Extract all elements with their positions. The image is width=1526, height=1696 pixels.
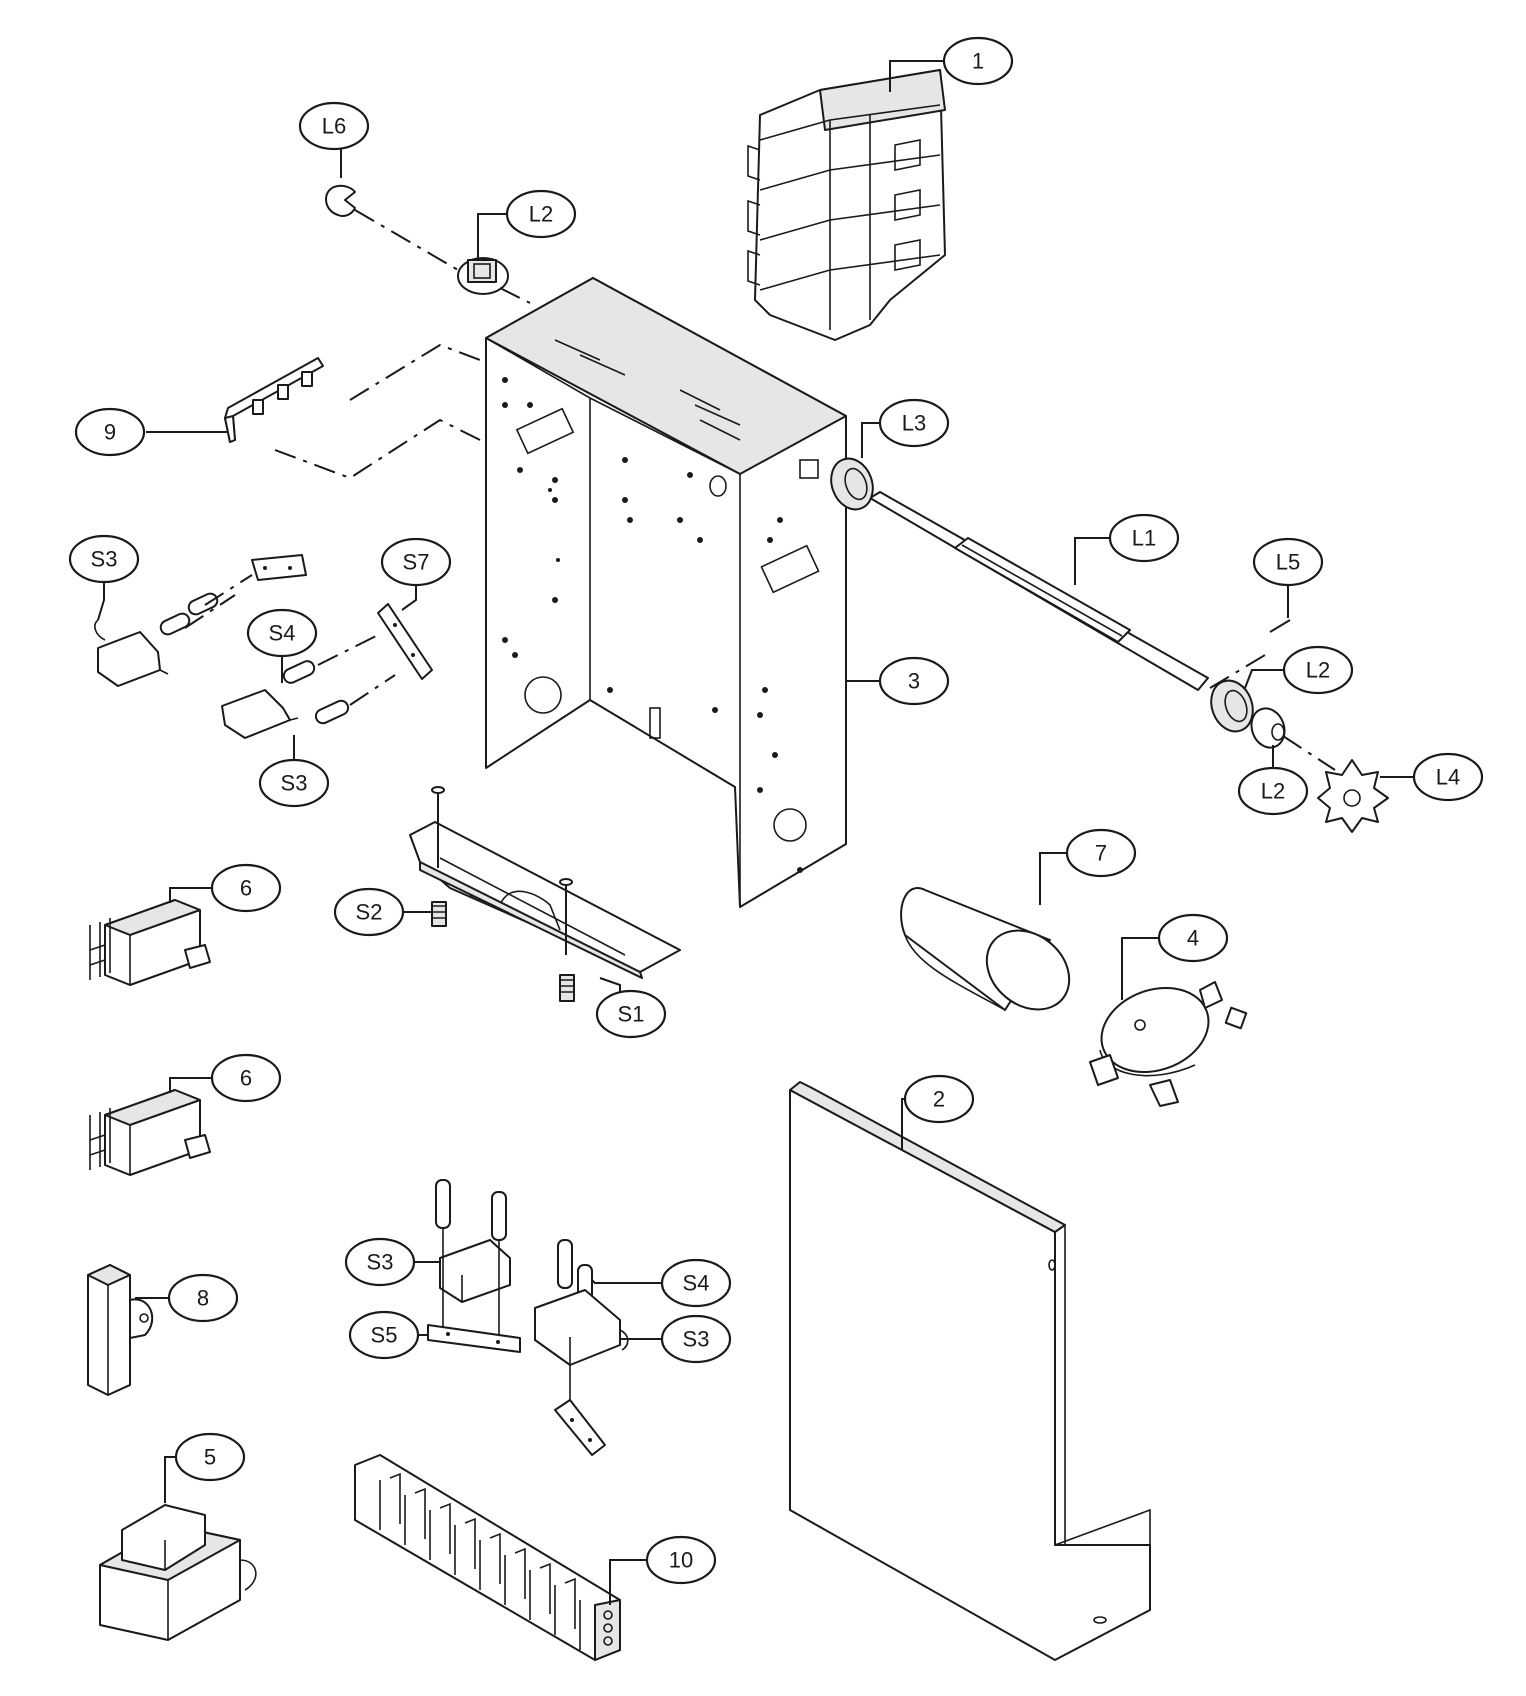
callout-2: 2 xyxy=(903,1074,975,1124)
part-S2-spring-lower xyxy=(559,974,575,1002)
alignment-line-L6-L2 xyxy=(354,209,459,271)
callout-L2-shaft: L2 xyxy=(1282,645,1354,695)
svg-text:S4: S4 xyxy=(269,621,296,646)
svg-text:S4: S4 xyxy=(683,1271,710,1296)
svg-text:6: 6 xyxy=(240,876,252,901)
svg-text:9: 9 xyxy=(104,420,116,445)
part-8-clip xyxy=(87,1264,154,1396)
limit-shaft-assembly xyxy=(830,457,1389,833)
callout-3: 3 xyxy=(878,656,950,706)
svg-text:L2: L2 xyxy=(1306,658,1330,683)
svg-text:3: 3 xyxy=(908,669,920,694)
part-2-front-cover xyxy=(789,1081,1151,1661)
part-L2-bushing-top xyxy=(457,257,509,295)
svg-text:2: 2 xyxy=(933,1087,945,1112)
limit-switch-assembly-lower xyxy=(427,1179,629,1456)
callout-6-lower: 6 xyxy=(210,1053,282,1103)
part-1-terminal-block-stack xyxy=(747,69,946,341)
callout-L1: L1 xyxy=(1108,513,1180,563)
svg-text:S7: S7 xyxy=(403,550,430,575)
alignment-line-9-upper xyxy=(349,343,481,401)
callout-L2-top: L2 xyxy=(505,189,577,239)
callout-S3-lower-left: S3 xyxy=(344,1237,416,1287)
svg-text:10: 10 xyxy=(669,1548,693,1573)
svg-text:7: 7 xyxy=(1095,841,1107,866)
callouts: 1 L6 L2 9 L3 L1 L5 L2 L2 L4 S3 S7 S4 S3 … xyxy=(68,36,1484,1585)
part-6-relay-upper xyxy=(89,899,211,986)
svg-text:4: 4 xyxy=(1187,926,1199,951)
callout-9: 9 xyxy=(74,407,146,457)
callout-L6: L6 xyxy=(298,101,370,151)
part-4-bracket xyxy=(1089,981,1248,1107)
callout-S3-upper: S3 xyxy=(258,758,330,808)
part-3-chassis xyxy=(485,277,847,908)
callout-7: 7 xyxy=(1065,828,1137,878)
part-5-transformer xyxy=(99,1504,257,1641)
callout-S3-upper-left: S3 xyxy=(68,534,140,584)
svg-text:L3: L3 xyxy=(902,411,926,436)
callout-10: 10 xyxy=(645,1535,717,1585)
callout-L5: L5 xyxy=(1252,537,1324,587)
svg-text:S1: S1 xyxy=(618,1002,645,1027)
callout-S3-lower-right: S3 xyxy=(660,1314,732,1364)
svg-text:L4: L4 xyxy=(1436,765,1460,790)
limit-switch-assembly-upper xyxy=(94,554,433,739)
svg-text:S3: S3 xyxy=(367,1250,394,1275)
svg-text:S2: S2 xyxy=(356,900,383,925)
svg-text:L5: L5 xyxy=(1276,550,1300,575)
callout-S4-lower: S4 xyxy=(660,1258,732,1308)
svg-text:L6: L6 xyxy=(322,114,346,139)
svg-text:S3: S3 xyxy=(683,1327,710,1352)
svg-text:6: 6 xyxy=(240,1066,252,1091)
part-7-capacitor xyxy=(900,887,1071,1011)
callout-L3: L3 xyxy=(878,398,950,448)
callout-6-upper: 6 xyxy=(210,863,282,913)
callout-1: 1 xyxy=(942,36,1014,86)
callout-L2-collar: L2 xyxy=(1237,766,1309,816)
callout-S5: S5 xyxy=(348,1310,420,1360)
svg-text:S3: S3 xyxy=(281,771,308,796)
part-S2-spring-upper xyxy=(431,901,447,927)
callout-8: 8 xyxy=(167,1273,239,1323)
chassis-mounting-holes xyxy=(502,377,803,873)
callout-S1: S1 xyxy=(595,989,667,1039)
svg-text:5: 5 xyxy=(204,1445,216,1470)
callout-S7: S7 xyxy=(380,537,452,587)
svg-text:L2: L2 xyxy=(529,202,553,227)
part-10-terminal-strip xyxy=(354,1454,621,1661)
callout-5: 5 xyxy=(174,1432,246,1482)
callout-L4: L4 xyxy=(1412,752,1484,802)
svg-text:L1: L1 xyxy=(1132,526,1156,551)
alignment-line-L2-chassis xyxy=(499,287,531,304)
callout-S4-upper: S4 xyxy=(246,608,318,658)
alignment-line-9-lower xyxy=(274,418,481,480)
svg-text:L2: L2 xyxy=(1261,779,1285,804)
part-S1-slider-plate xyxy=(409,786,681,979)
svg-text:S5: S5 xyxy=(371,1323,398,1348)
callout-S2: S2 xyxy=(333,887,405,937)
svg-text:S3: S3 xyxy=(91,547,118,572)
svg-text:1: 1 xyxy=(972,49,984,74)
part-6-relay-lower xyxy=(89,1089,211,1176)
part-9-terminal-strip xyxy=(224,357,324,443)
callout-4: 4 xyxy=(1157,913,1229,963)
svg-text:8: 8 xyxy=(197,1286,209,1311)
part-L6-clip xyxy=(325,184,356,218)
